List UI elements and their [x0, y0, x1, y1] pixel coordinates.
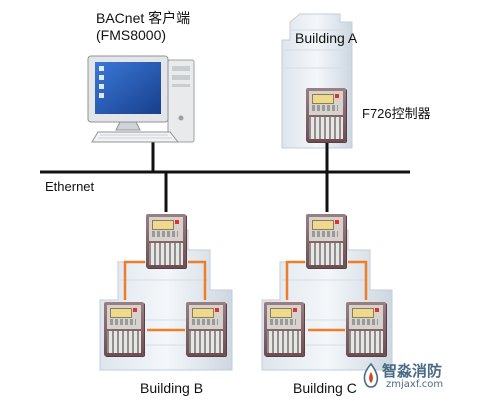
- building-a-label: Building A: [295, 30, 358, 46]
- building-b-links: [123, 260, 207, 332]
- pc-tower: [167, 59, 195, 143]
- controller-panel-building-b-right: [186, 302, 226, 356]
- building-c-label: Building C: [293, 380, 357, 396]
- watermark-url: zmjaxf.com: [386, 379, 444, 390]
- ethernet-label: Ethernet: [45, 179, 95, 194]
- monitor-screen: [95, 62, 161, 114]
- controller-panel-building-c-top: [306, 214, 346, 268]
- controller-panel-building-c-right: [346, 302, 386, 356]
- keyboard: [91, 131, 180, 143]
- controller-panel-building-a: [306, 88, 346, 142]
- bacnet-client-title: BACnet 客户端: [96, 10, 191, 26]
- controller-label: F726控制器: [362, 106, 431, 121]
- pc-workstation: [87, 55, 195, 143]
- watermark-logo: [363, 362, 379, 388]
- bacnet-client-label: BACnet 客户端 (FMS8000): [96, 10, 190, 44]
- controller-panel-building-c-left: [264, 302, 304, 356]
- building-c-links: [285, 260, 368, 332]
- controller-panel-building-b-top: [146, 214, 186, 268]
- watermark-name: 智淼消防: [382, 362, 443, 380]
- building-b-label: Building B: [140, 380, 204, 396]
- bacnet-client-model: (FMS8000): [96, 27, 167, 43]
- controller-panel-building-b-left: [104, 302, 144, 356]
